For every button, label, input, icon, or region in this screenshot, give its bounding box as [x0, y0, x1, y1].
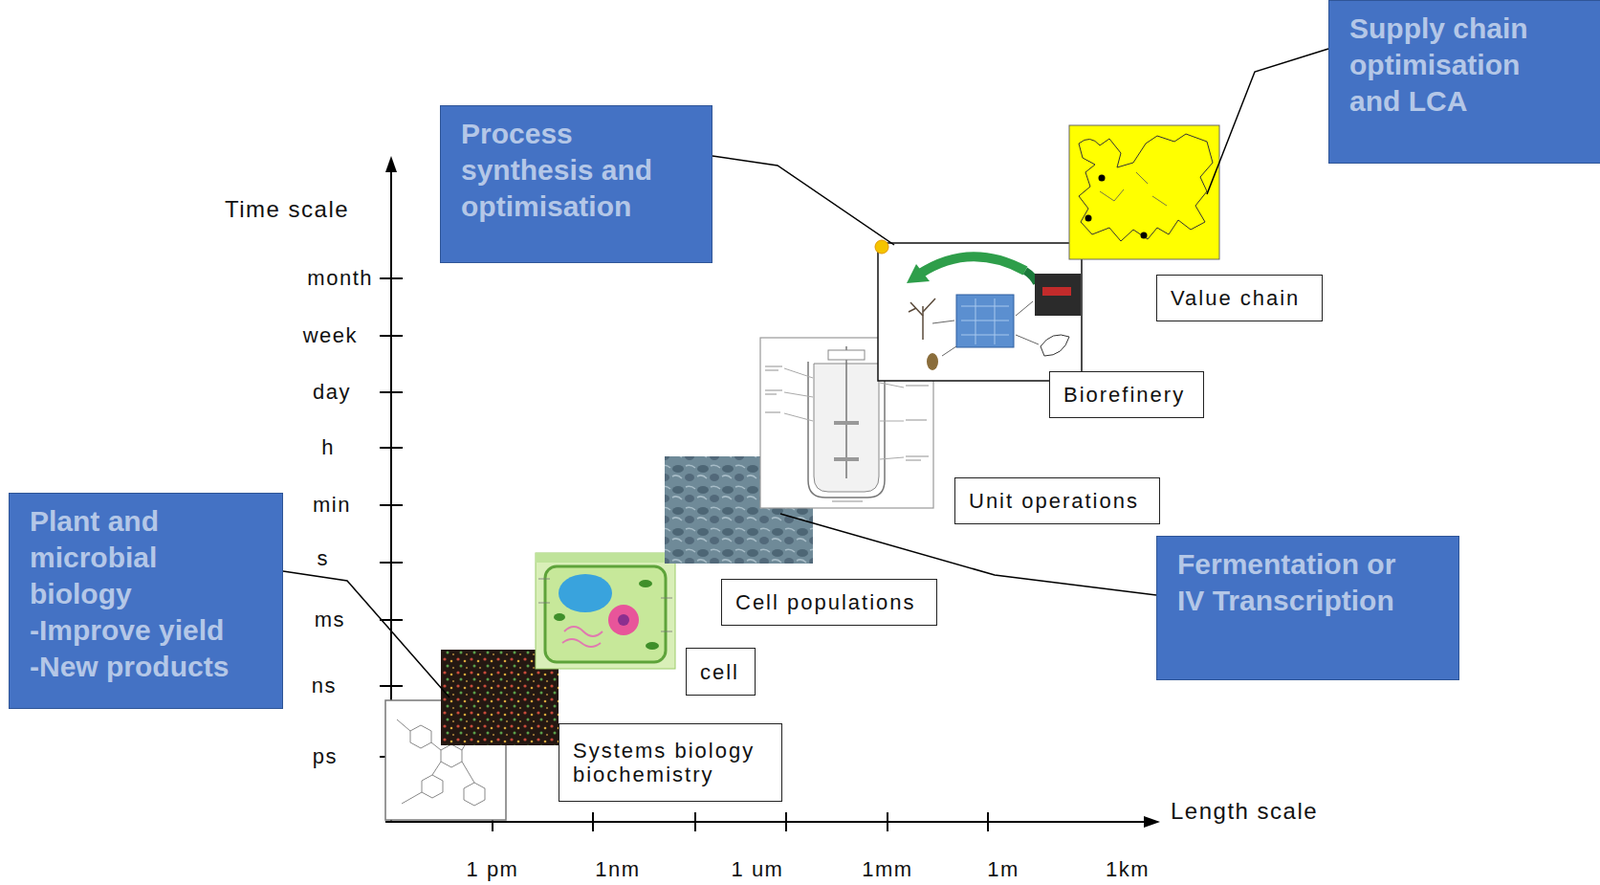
tick-label: week — [301, 323, 360, 349]
callout-box: Plant and microbial biology-Improve yiel… — [8, 492, 284, 709]
box-text: cell — [700, 659, 744, 684]
box-text: Biorefinery — [1063, 382, 1192, 407]
box-text: Process synthesis and optimisation — [460, 115, 691, 225]
box-text: Plant and microbial biology — [29, 503, 260, 613]
box-text: Systems biology biochemistry — [572, 738, 768, 787]
box-text: Fermentation or IV Transcription — [1177, 546, 1417, 619]
callout-box: Supply chain optimisation and LCA — [1328, 0, 1600, 164]
tick-label: day — [310, 379, 353, 405]
tick-label: 1km — [1103, 856, 1152, 882]
box-text: -New products — [29, 648, 260, 685]
scale-label-box: Value chain — [1156, 274, 1323, 322]
tick-label: ns — [309, 673, 339, 699]
box-text: -Improve yield — [29, 612, 260, 649]
box-text: Unit operations — [968, 488, 1148, 513]
tick-label: h — [319, 435, 337, 461]
plant-cell-image — [535, 552, 676, 669]
tick-label: 1m — [985, 856, 1022, 882]
scale-label-box: Biorefinery — [1049, 371, 1205, 418]
tick-label: 1 pm — [464, 856, 522, 882]
tick-label: month — [305, 265, 375, 291]
box-text: Cell populations — [735, 590, 925, 614]
axis-arrowhead — [1143, 815, 1161, 828]
axis-title: Length scale — [1168, 798, 1320, 824]
axis-arrowhead — [385, 155, 397, 173]
tick-label: 1mm — [859, 856, 915, 882]
axes — [379, 167, 1148, 832]
callout-box: Process synthesis and optimisation — [439, 105, 713, 264]
tick-label: 1 um — [729, 856, 787, 882]
box-text: Value chain — [1170, 285, 1311, 310]
scale-label-box: cell — [685, 647, 756, 696]
tick-label: ps — [310, 744, 340, 769]
tick-label: ms — [312, 607, 348, 633]
tick-label: min — [310, 492, 353, 518]
europe-map-image — [1069, 125, 1220, 260]
callout-box: Fermentation or IV Transcription — [1156, 535, 1460, 680]
box-text: Supply chain optimisation and LCA — [1349, 10, 1565, 120]
scale-label-box: Cell populations — [721, 578, 938, 626]
biorefinery-image — [875, 240, 1082, 381]
axis-title: Time scale — [222, 197, 351, 222]
tick-label: s — [315, 546, 332, 571]
scale-label-box: Systems biology biochemistry — [558, 723, 783, 802]
tick-label: 1nm — [592, 856, 642, 882]
scale-label-box: Unit operations — [954, 477, 1161, 525]
